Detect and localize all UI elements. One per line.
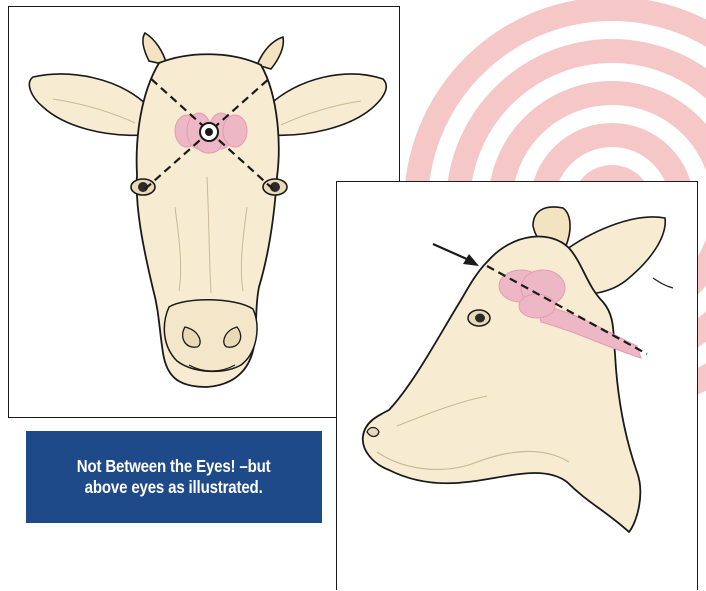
caption-box: Not Between the Eyes! –but above eyes as… [26,431,322,523]
bullseye-icon [200,123,218,141]
arrow-icon [433,244,479,266]
caption-line-2: above eyes as illustrated. [77,477,271,498]
caption-text: Not Between the Eyes! –but above eyes as… [77,456,271,498]
cow-head-side-illustration [337,182,699,591]
caption-line-1: Not Between the Eyes! –but [77,456,271,477]
side-view-panel [336,181,698,590]
